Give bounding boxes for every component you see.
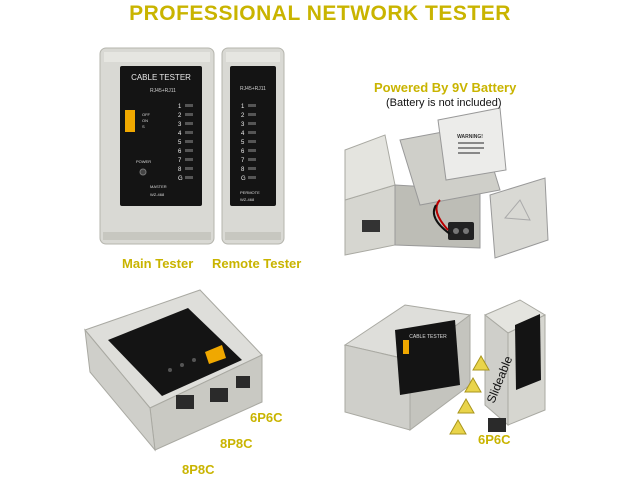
- caption-battery-title: Powered By 9V Battery: [374, 80, 517, 95]
- caption-8p8c-top: 8P8C: [220, 436, 253, 451]
- svg-text:OFF: OFF: [142, 112, 151, 117]
- main-led-column: 1 2 3 4 5 6 7 8 G: [178, 104, 193, 182]
- svg-text:4: 4: [178, 131, 182, 137]
- svg-text:G: G: [241, 176, 246, 182]
- svg-text:MASTER: MASTER: [150, 184, 167, 189]
- rj-port-bottom: [488, 418, 506, 432]
- slide-arrows: [449, 354, 490, 435]
- svg-text:6: 6: [178, 149, 182, 155]
- main-panel-title: CABLE TESTER: [131, 73, 191, 82]
- power-switch: [125, 110, 135, 132]
- svg-text:WZ-468: WZ-468: [150, 192, 165, 197]
- caption-8p8c-bottom: 8P8C: [182, 462, 215, 477]
- svg-text:7: 7: [241, 158, 245, 164]
- svg-text:CABLE TESTER: CABLE TESTER: [409, 334, 447, 340]
- svg-text:4: 4: [241, 131, 245, 137]
- svg-text:1: 1: [241, 104, 245, 110]
- svg-text:S: S: [142, 124, 145, 129]
- caption-main-tester: Main Tester: [122, 256, 194, 271]
- svg-text:2: 2: [178, 113, 182, 119]
- svg-text:ON: ON: [142, 118, 148, 123]
- svg-text:1: 1: [178, 104, 182, 110]
- svg-text:5: 5: [178, 140, 182, 146]
- bottom-left-units: [84, 289, 263, 452]
- svg-text:6: 6: [241, 149, 245, 155]
- svg-text:3: 3: [241, 122, 245, 128]
- svg-text:3: 3: [178, 122, 182, 128]
- rj-port-small: [362, 220, 380, 232]
- svg-text:WZ-468: WZ-468: [240, 197, 255, 202]
- svg-text:PERMOTE: PERMOTE: [240, 190, 260, 195]
- svg-text:RJ45+RJ11: RJ45+RJ11: [240, 86, 266, 92]
- svg-text:G: G: [178, 176, 183, 182]
- main-panel-port-label: RJ45+RJ11: [150, 88, 176, 94]
- svg-text:5: 5: [241, 140, 245, 146]
- headline: PROFESSIONAL NETWORK TESTER: [129, 2, 511, 25]
- battery-compartment-view: WARNING!: [344, 107, 549, 259]
- caption-6p6c-right: 6P6C: [478, 432, 511, 447]
- svg-text:7: 7: [178, 158, 182, 164]
- remote-tester-unit: RJ45+RJ11 1 2 3 4 5 6 7 8 G PERMOTE WZ-4…: [221, 47, 285, 245]
- caption-6p6c-left: 6P6C: [250, 410, 283, 425]
- battery-door: [489, 177, 549, 259]
- main-tester-unit: CABLE TESTER RJ45+RJ11 OFF ON S POWER MA…: [99, 47, 215, 245]
- caption-battery-note: (Battery is not included): [386, 97, 502, 109]
- rj45-port-2: [210, 388, 228, 402]
- svg-text:8: 8: [241, 167, 245, 173]
- battery-clip: [448, 222, 474, 240]
- rj11-port: [236, 376, 250, 388]
- bottom-right-units: CABLE TESTER Slideable: [343, 299, 547, 435]
- caption-remote-tester: Remote Tester: [212, 256, 302, 271]
- svg-text:2: 2: [241, 113, 245, 119]
- remote-panel: [230, 66, 276, 206]
- warning-label: WARNING!: [457, 134, 483, 140]
- rj45-port-1: [176, 395, 194, 409]
- power-label: POWER: [136, 159, 151, 164]
- svg-text:8: 8: [178, 167, 182, 173]
